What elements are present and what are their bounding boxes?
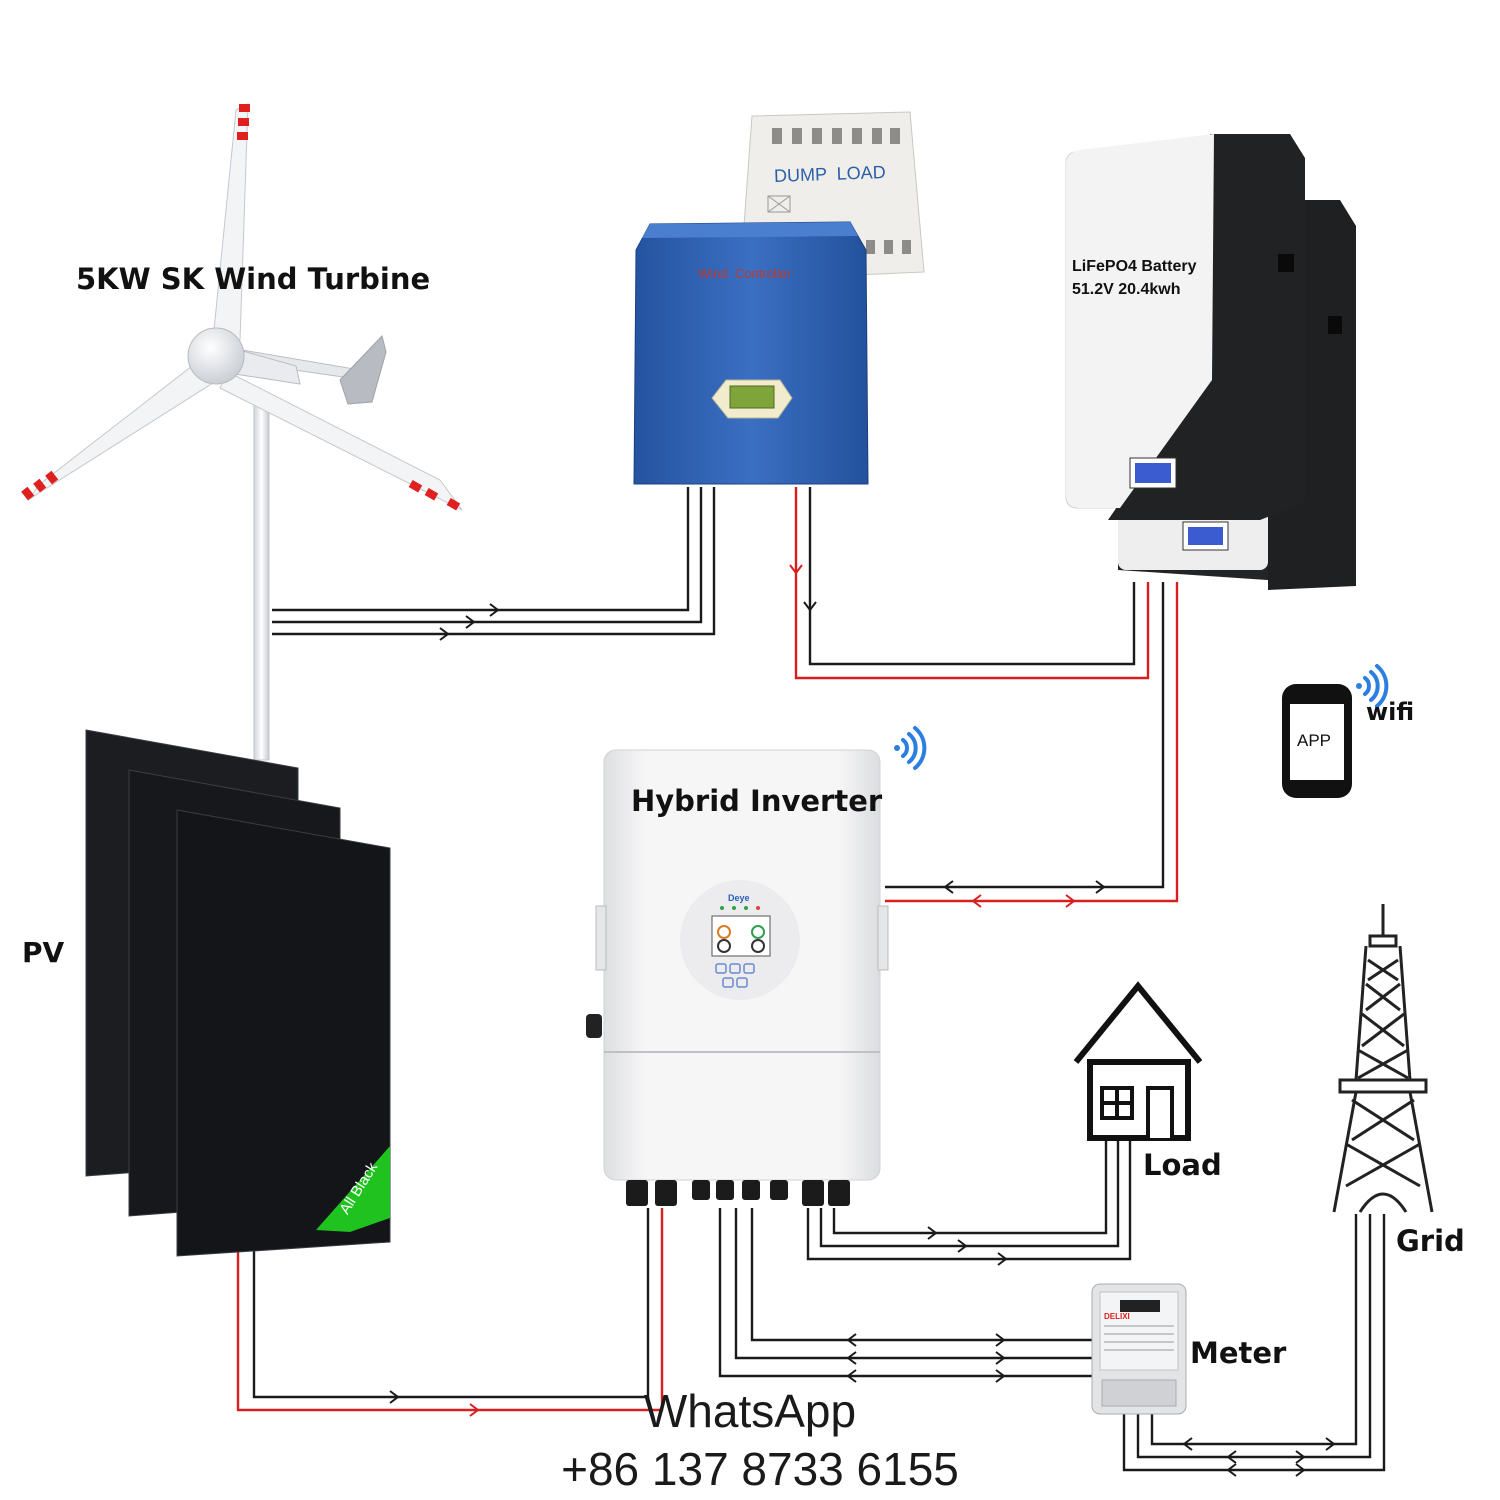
wifi-icon: [1356, 664, 1389, 708]
phone-number: +86 137 8733 6155: [561, 1443, 959, 1495]
wire-controller-battery-red: [794, 487, 1150, 680]
wire-meter-grid-3: [1122, 1214, 1386, 1472]
wire-pv-inverter-black: [252, 1208, 650, 1399]
turbine-tail-fin: [339, 334, 387, 405]
panel-badge-corner: [316, 1146, 390, 1232]
pv-label: PV: [22, 936, 65, 969]
wire-battery-inverter-red: [885, 582, 1179, 903]
battery-label-line1: LiFePO4 Battery: [1072, 258, 1197, 275]
whatsapp-label: WhatsApp: [643, 1385, 857, 1437]
wire-turbine-controller-2: [272, 487, 703, 624]
wire-inverter-load-1: [832, 1140, 1108, 1235]
hybrid-inverter-graphic: [586, 749, 889, 1206]
wifi-label: wifi: [1366, 698, 1415, 726]
wire-controller-battery-black: [808, 487, 1136, 666]
grid-tower-icon: [1332, 904, 1434, 1213]
wind-turbine-graphic: [21, 103, 463, 761]
wire-turbine-controller-3: [272, 487, 716, 636]
meter-brand-label: DELIXI: [1104, 1312, 1130, 1321]
turbine-hub: [187, 327, 245, 385]
wire-inverter-load-2: [819, 1140, 1120, 1248]
battery-label-line2: 51.2V 20.4kwh: [1072, 281, 1181, 298]
wind-turbine-label: 5KW SK Wind Turbine: [76, 262, 431, 296]
inverter-wifi-icon: [894, 726, 927, 770]
load-label: Load: [1143, 1148, 1222, 1182]
hybrid-inverter-label: Hybrid Inverter: [631, 784, 883, 818]
wind-controller-label: Wind Controller: [698, 266, 792, 281]
wire-meter-grid-2: [1136, 1214, 1372, 1459]
wire-inverter-load-3: [806, 1140, 1132, 1261]
dump-load-label: DUMP LOAD: [773, 162, 887, 186]
wire-inverter-meter-2: [734, 1208, 1092, 1360]
wire-pv-inverter-red: [236, 1208, 664, 1412]
wire-inverter-meter-3: [718, 1208, 1092, 1378]
grid-label: Grid: [1396, 1224, 1465, 1258]
battery-graphic: [1065, 134, 1356, 590]
pv-panels-graphic: [85, 729, 391, 1257]
wiring: [236, 487, 1386, 1472]
house-icon: [1073, 981, 1203, 1141]
phone-app-graphic: [1282, 684, 1352, 798]
app-label: APP: [1297, 731, 1332, 750]
inverter-brand-logo: Deye: [728, 893, 750, 903]
wire-meter-grid-1: [1150, 1214, 1358, 1446]
inverter-screen: [711, 915, 771, 957]
wire-inverter-meter-1: [750, 1208, 1092, 1342]
turbine-mast: [253, 394, 270, 761]
wind-controller-graphic: [633, 221, 869, 485]
flow-arrows: [389, 564, 1336, 1477]
wire-battery-inverter-black: [885, 582, 1165, 889]
meter-label: Meter: [1190, 1336, 1287, 1370]
meter-graphic: [1091, 1283, 1187, 1415]
wire-turbine-controller-1: [272, 487, 690, 612]
